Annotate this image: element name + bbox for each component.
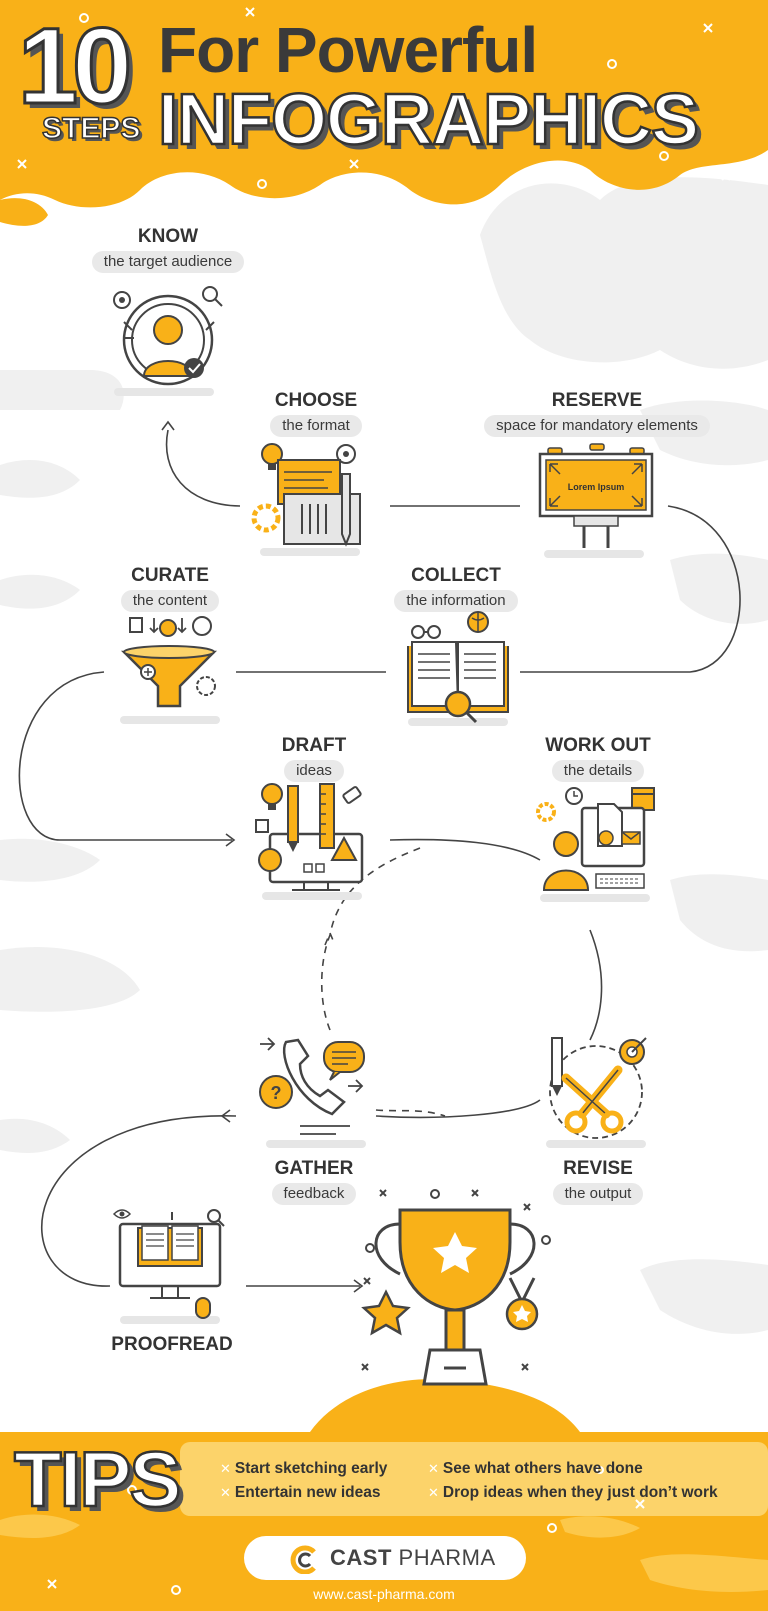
brand-name-bold: CAST [330, 1545, 392, 1570]
step-subtitle: the output [552, 1183, 644, 1205]
step-draft: DRAFT ideas [214, 735, 414, 782]
billboard-text: Lorem Ipsum [568, 482, 625, 492]
tip-item: ✕Entertain new ideas [220, 1484, 380, 1502]
funnel-icon [120, 616, 220, 724]
step-title: REVISE [563, 1158, 633, 1179]
header: 10 STEPS For Powerful INFOGRAPHICS [0, 0, 768, 235]
tip-text: Drop ideas when they just don’t work [442, 1484, 718, 1501]
tip-item: ✕See what others have done [428, 1460, 643, 1478]
open-book-icon [407, 611, 509, 726]
step-title: CURATE [131, 565, 209, 586]
tip-item: ✕Drop ideas when they just don’t work [428, 1484, 718, 1502]
billboard-icon: Lorem Ipsum [538, 443, 654, 558]
step-subtitle: feedback [271, 1183, 357, 1205]
format-documents-icon [251, 443, 361, 556]
step-title: WORK OUT [545, 735, 651, 756]
step-subtitle: the details [551, 760, 645, 782]
step-revise: REVISE the output [498, 1158, 698, 1205]
header-line2: INFOGRAPHICS [157, 80, 701, 160]
step-subtitle: ideas [284, 760, 344, 782]
tip-bullet-icon: ✕ [220, 1461, 231, 1476]
tip-text: Entertain new ideas [234, 1484, 381, 1501]
step-title: KNOW [137, 226, 199, 247]
step-subtitle: space for mandatory elements [484, 415, 710, 437]
tips-heading: TIPS [13, 1435, 183, 1523]
step-choose: CHOOSE the format [216, 390, 416, 437]
proofread-monitor-icon [112, 1209, 225, 1324]
step-reserve: RESERVE space for mandatory elements [452, 390, 742, 437]
step-gather: GATHER feedback [214, 1158, 414, 1205]
step-work-out: WORK OUT the details [498, 735, 698, 782]
phone-feedback-icon: ? [259, 1037, 366, 1148]
step-title: COLLECT [411, 565, 501, 586]
header-number: 10 [16, 5, 133, 126]
trophy-icon [361, 1189, 551, 1386]
step-subtitle: the information [394, 590, 518, 612]
cast-pharma-logo-icon [290, 1545, 316, 1574]
design-tools-icon [255, 783, 364, 900]
tip-item: ✕Start sketching early [220, 1460, 387, 1478]
header-line1: For Powerful [158, 14, 538, 86]
step-subtitle: the content [120, 590, 220, 612]
tip-bullet-icon: ✕ [428, 1461, 439, 1476]
step-title: DRAFT [281, 735, 347, 756]
step-subtitle: the format [270, 415, 362, 437]
tip-bullet-icon: ✕ [428, 1485, 439, 1500]
step-title: RESERVE [551, 390, 643, 411]
step-curate: CURATE the content [70, 565, 270, 612]
step-subtitle: the target audience [91, 251, 245, 273]
target-audience-icon [113, 286, 223, 396]
tip-text: See what others have done [442, 1460, 643, 1477]
tip-text: Start sketching early [234, 1460, 388, 1477]
step-title: GATHER [274, 1158, 354, 1179]
svg-text:?: ? [271, 1083, 282, 1103]
step-proofread: PROOFREAD [72, 1334, 272, 1356]
scissors-icon [546, 1037, 647, 1148]
header-steps-word: STEPS [41, 112, 141, 145]
step-title: CHOOSE [274, 390, 358, 411]
tip-bullet-icon: ✕ [220, 1485, 231, 1500]
step-know: KNOW the target audience [68, 226, 268, 273]
brand-name: CAST PHARMA [330, 1545, 496, 1571]
step-collect: COLLECT the information [356, 565, 556, 612]
step-title: PROOFREAD [111, 1334, 233, 1355]
brand-name-light: PHARMA [398, 1545, 496, 1570]
footer-url[interactable]: www.cast-pharma.com [313, 1586, 455, 1602]
work-details-icon [536, 787, 655, 902]
